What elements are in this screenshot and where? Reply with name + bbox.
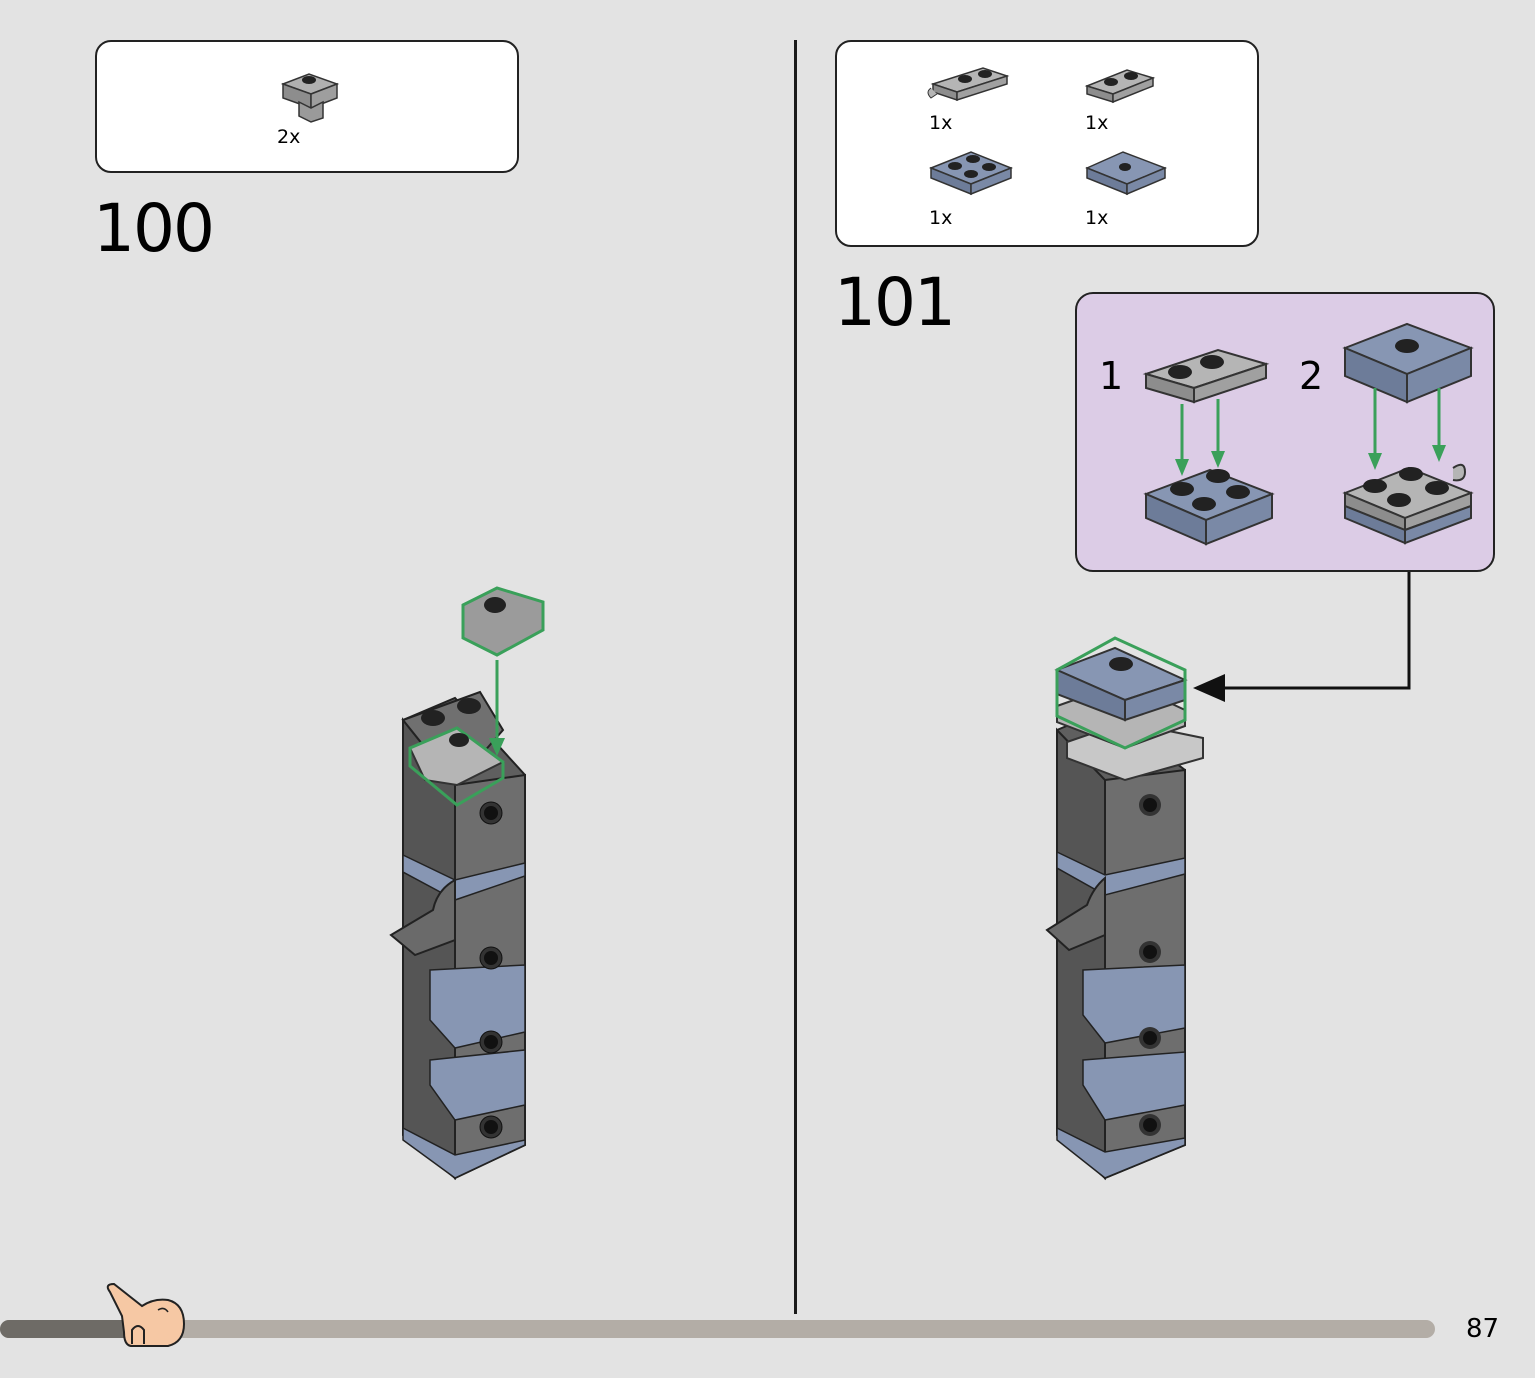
substep-1-illustration	[1142, 348, 1275, 546]
substep-2-illustration	[1342, 322, 1474, 545]
substep-number: 2	[1299, 354, 1324, 398]
substep-number: 1	[1099, 354, 1124, 398]
gray-plate-clip-icon	[927, 67, 1010, 102]
parts-box-step-101: 1x 1x 1x 1x	[835, 40, 1259, 247]
part-qty: 1x	[1085, 207, 1109, 229]
gray-plate-1x2-icon	[1084, 69, 1156, 104]
step-number: 100	[93, 190, 215, 267]
callout-leader-arrow	[1193, 572, 1411, 702]
hand-pointer-icon	[106, 1282, 186, 1347]
step-number: 101	[834, 264, 956, 341]
sub-assembly-callout: 1 2	[1075, 292, 1495, 572]
gray-clip-plate-icon	[280, 73, 340, 123]
parts-box-step-100: 2x	[95, 40, 519, 173]
part-qty: 1x	[1085, 112, 1109, 134]
step-100-model	[389, 586, 545, 1181]
blue-jumper-tile-icon	[1085, 151, 1168, 196]
blue-plate-2x2-icon	[928, 151, 1014, 196]
page-divider	[794, 40, 797, 1314]
progress-bar	[0, 1320, 1435, 1338]
part-qty: 1x	[929, 112, 953, 134]
part-qty: 2x	[277, 126, 301, 148]
step-101-model	[1045, 636, 1204, 1181]
page-number: 87	[1466, 1314, 1500, 1344]
part-qty: 1x	[929, 207, 953, 229]
